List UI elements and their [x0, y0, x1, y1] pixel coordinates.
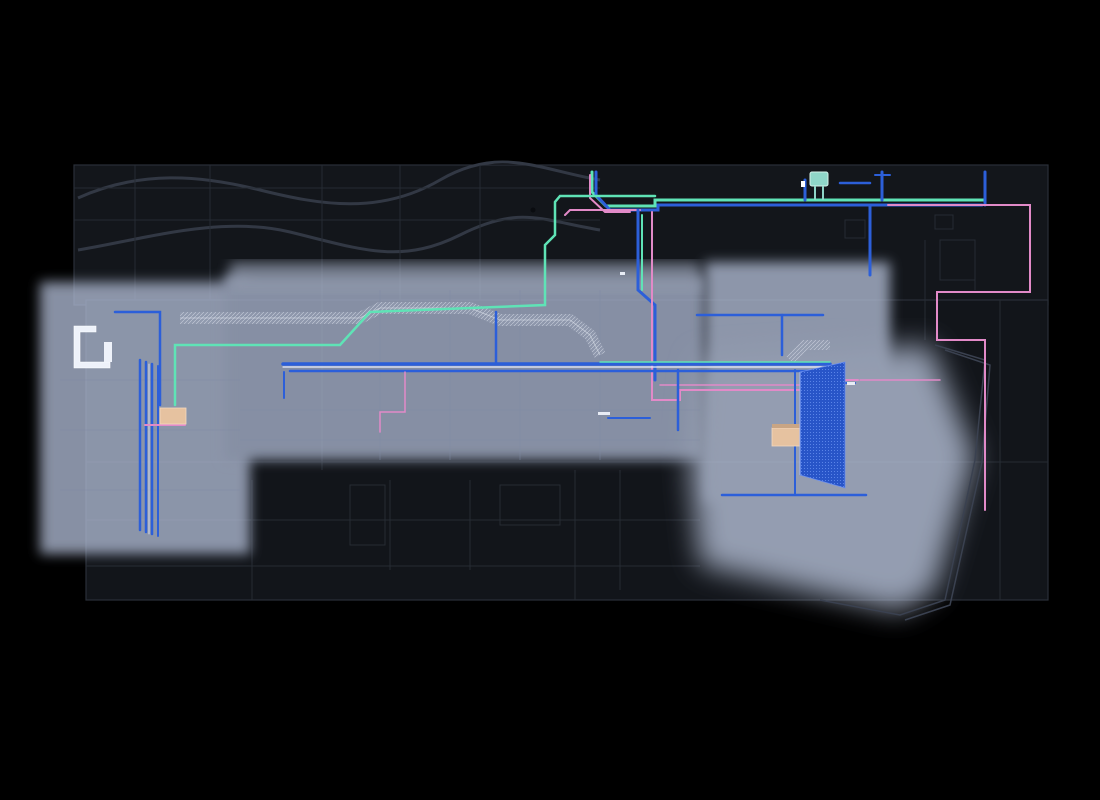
- corridor-upper-band: [230, 262, 700, 292]
- drop-blue-1: [636, 208, 657, 382]
- small-fixture: [801, 181, 805, 187]
- white-mark-2: [620, 272, 625, 275]
- rooftop-unit-icon: [809, 171, 829, 200]
- curved-wall-bottom: [77, 215, 601, 254]
- equipment: [73, 171, 855, 489]
- main-teal-riser: [173, 194, 657, 407]
- white-bracket: [73, 325, 111, 369]
- top-header-pink: [589, 174, 631, 213]
- white-mark-1: [598, 412, 610, 415]
- pink-loop-right: [887, 204, 1031, 511]
- corridor-branch-pink: [379, 371, 406, 433]
- left-tan-unit: [159, 407, 187, 425]
- angled-wing-outline: [819, 344, 991, 621]
- drop-pink-1: [651, 211, 831, 401]
- curved-wall-top: [77, 160, 601, 206]
- blue-panel: [799, 361, 846, 489]
- supply-duct: [180, 302, 830, 364]
- main-pink-riser: [564, 209, 641, 216]
- pipe-network: [113, 170, 1031, 537]
- left-top-branch: [113, 310, 162, 407]
- ghost-partitions: [60, 290, 700, 491]
- white-bracket-tab: [104, 342, 112, 362]
- white-mark-3: [847, 382, 855, 385]
